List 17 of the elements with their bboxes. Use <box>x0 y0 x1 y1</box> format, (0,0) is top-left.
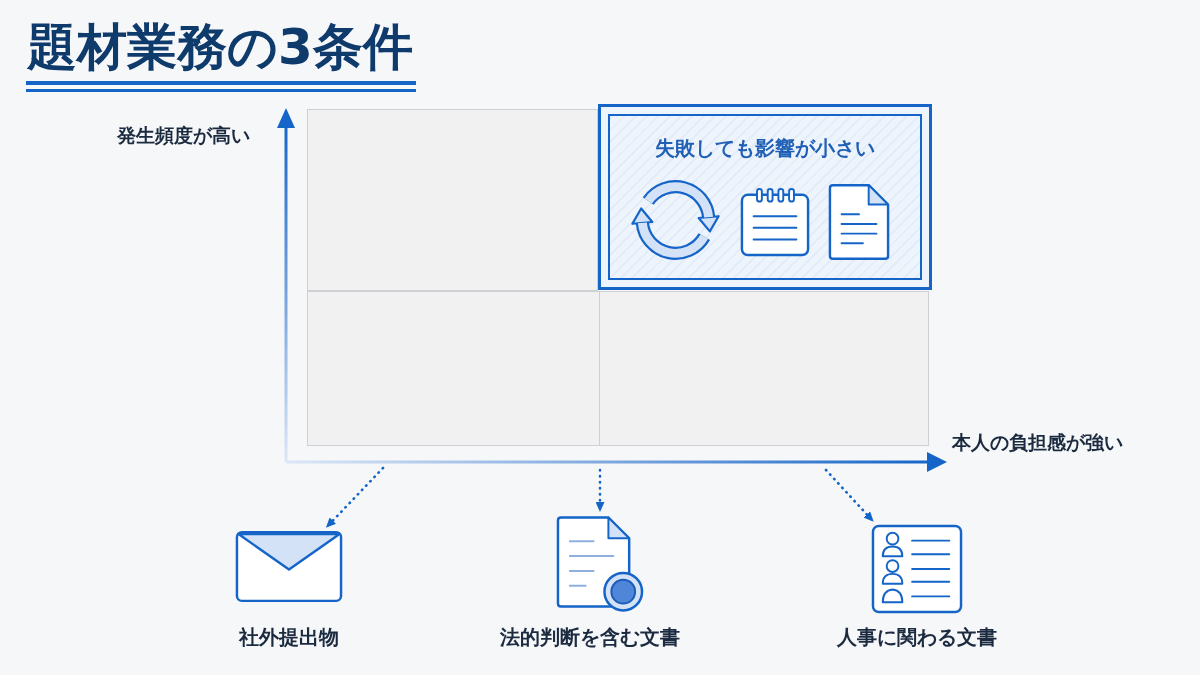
quadrant-cell <box>307 109 598 291</box>
quadrant-cell <box>599 291 929 446</box>
axis-label: 発生頻度が高い <box>117 124 250 147</box>
dotted-arrow <box>595 468 605 512</box>
dotted-arrow <box>325 466 385 528</box>
document-badge-icon <box>555 515 645 614</box>
highlight-panel <box>598 104 932 290</box>
item-caption: 社外提出物 <box>239 625 339 649</box>
envelope-icon <box>235 530 343 603</box>
axis-label: 本人の負担感が強い <box>952 431 1123 454</box>
item-caption: 人事に関わる文書 <box>837 625 997 649</box>
people-list-icon <box>871 524 963 614</box>
item-caption: 法的判断を含む文書 <box>500 625 680 649</box>
dotted-arrow <box>824 468 874 522</box>
panel-heading: 失敗しても影響が小さい <box>655 136 875 160</box>
quadrant-cell <box>307 291 600 446</box>
page-title: 題材業務の3条件 <box>27 17 413 77</box>
